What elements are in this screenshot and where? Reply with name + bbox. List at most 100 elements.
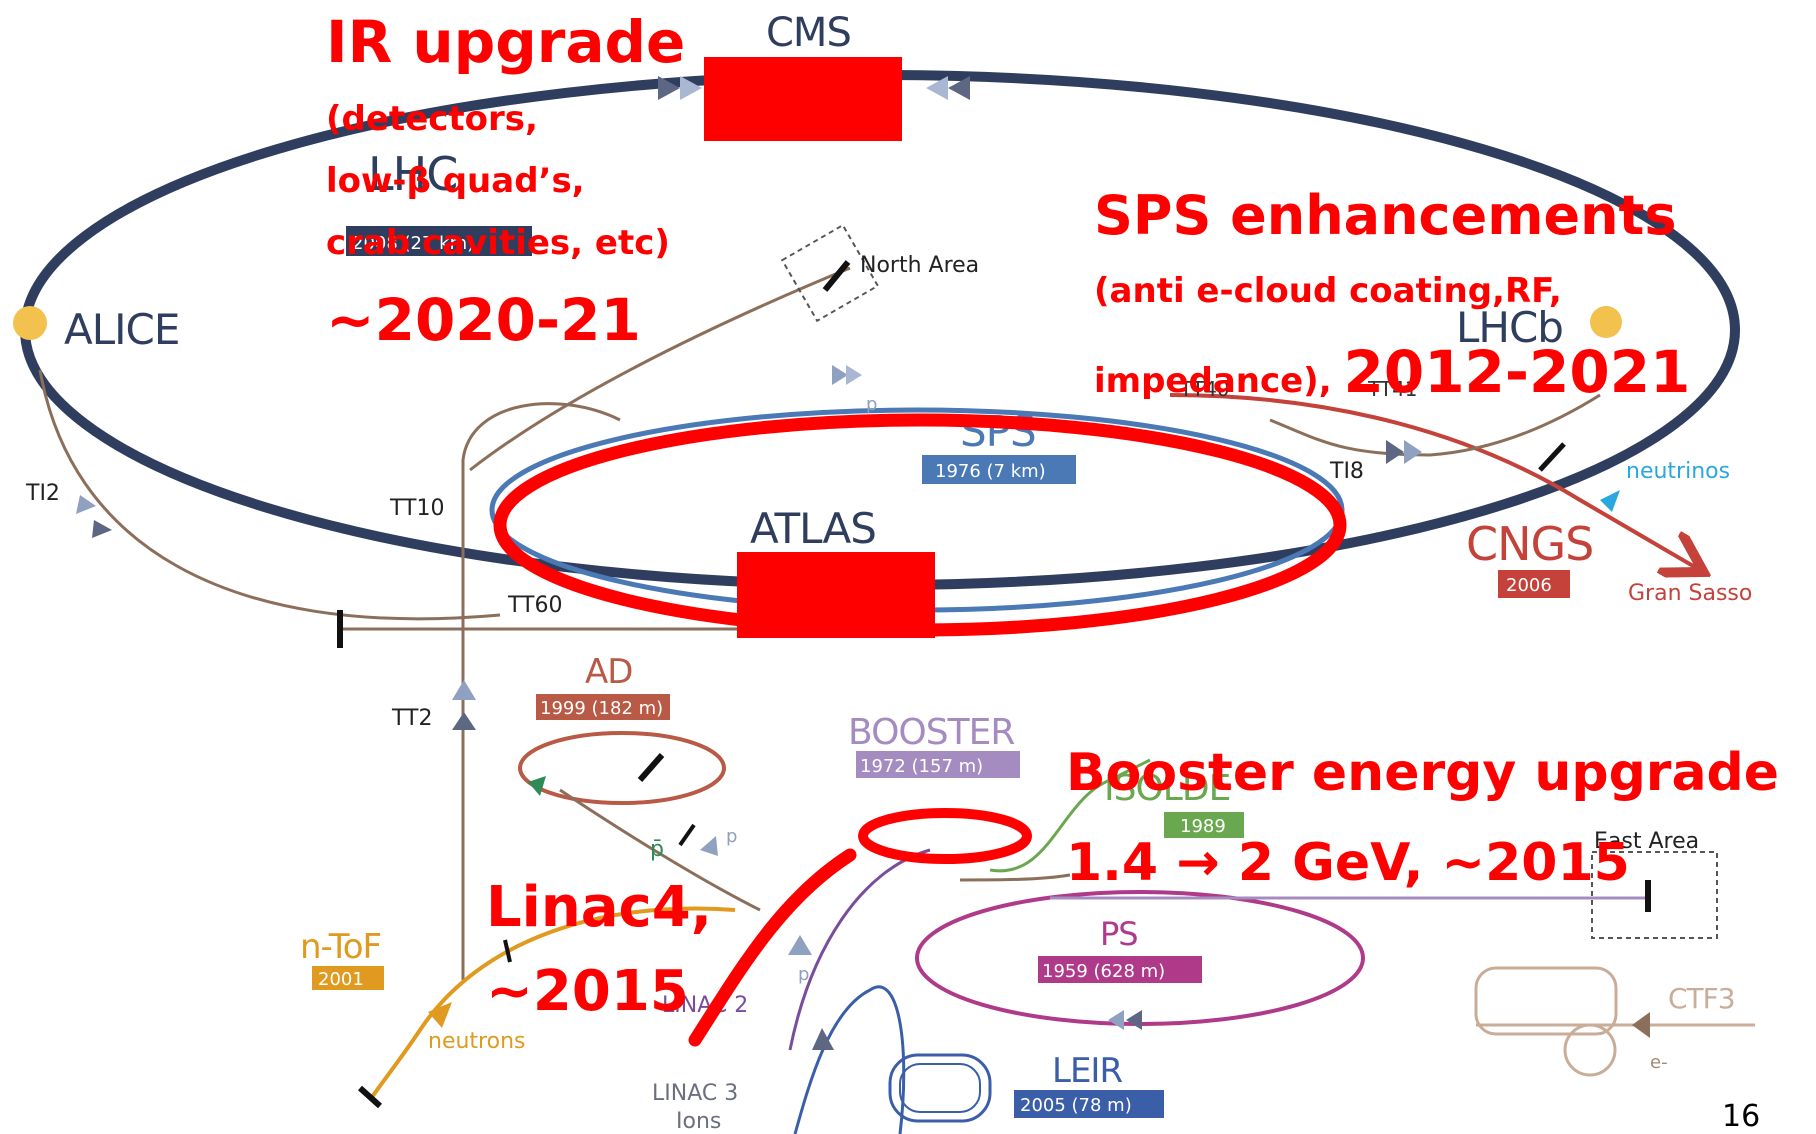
ti2-arrow-2-icon	[92, 520, 112, 538]
tt2-label: TT2	[391, 706, 433, 731]
ti8-transfer-line	[1269, 393, 1601, 457]
lhc-name-label: LHC	[368, 147, 457, 201]
ad-beam-stop-icon	[637, 753, 665, 782]
north-area-transfer-line	[469, 266, 851, 472]
ad-badge-text: 1999 (182 m)	[540, 698, 663, 719]
ctf3-ring	[1474, 966, 1618, 1036]
sps-enhancements-line2: impedance), 2012-2021	[1094, 338, 1690, 406]
linac2-arrow-icon	[788, 935, 812, 955]
leir-ring	[888, 1053, 992, 1123]
linac4-highlight-line	[688, 848, 857, 1047]
ps-arrow-2-icon	[1126, 1010, 1142, 1030]
cms-highlight-box	[704, 57, 902, 141]
sps-badge	[922, 455, 1076, 484]
booster-upgrade-line: 1.4 → 2 GeV, ~2015	[1066, 833, 1630, 893]
linac4-year: ~2015	[486, 959, 689, 1024]
sps-badge-text: 1976 (7 km)	[935, 461, 1046, 482]
ad-ring	[518, 731, 726, 805]
isolde-badge	[1164, 812, 1244, 838]
alice-label: ALICE	[64, 305, 179, 354]
ti8-label: TI8	[1329, 459, 1364, 484]
p-label-north: p	[866, 394, 877, 415]
north-area-arrow-2-icon	[846, 365, 862, 385]
sps-highlight-ellipse	[493, 413, 1347, 637]
linac3-ions-label: Ions	[676, 1109, 721, 1134]
ir-upgrade-line3: crab cavities, etc)	[326, 223, 670, 263]
lhc-badge	[346, 226, 532, 256]
tt2-transfer-line	[461, 402, 621, 980]
ps-badge-text: 1959 (628 m)	[1042, 961, 1165, 982]
page-number: 16	[1722, 1099, 1760, 1134]
linac3-line	[793, 985, 906, 1134]
lhcb-marker-icon	[1590, 306, 1622, 338]
tt40-label: TT40	[1179, 377, 1230, 401]
ir-upgrade-line2: low-β quad’s,	[326, 161, 585, 201]
ad-arrow-icon	[528, 776, 546, 796]
booster-badge-text: 1972 (157 m)	[860, 756, 983, 777]
ctf3-name-label: CTF3	[1668, 982, 1735, 1015]
tt10-label: TT10	[389, 496, 444, 521]
tt2-arrow-icon	[452, 680, 476, 700]
booster-isolde-line	[989, 758, 1151, 873]
isolde-badge-text: 1989	[1180, 816, 1226, 837]
lhc-badge-text: 2008 (27 km)	[352, 233, 474, 254]
leir-inner-ring	[899, 1063, 981, 1113]
tt41-cngs-line	[1169, 393, 1700, 570]
ps-name-label: PS	[1100, 915, 1138, 953]
booster-badge	[856, 751, 1020, 778]
lhcb-label: LHCb	[1456, 303, 1563, 352]
ir-upgrade-year: ~2020-21	[326, 286, 641, 354]
ntof-name-label: n-ToF	[300, 927, 381, 967]
ctf3-arrow-icon	[1632, 1012, 1650, 1038]
tt60-label: TT60	[507, 593, 562, 618]
leir-badge	[1014, 1090, 1164, 1118]
e-minus-label: e-	[1650, 1052, 1668, 1073]
booster-highlight-ellipse	[858, 808, 1032, 864]
pbar-label: p̄	[650, 837, 664, 862]
sps-enhancements-years: 2012-2021	[1343, 338, 1690, 406]
ti2-arrow-icon	[76, 495, 96, 514]
linac3-arrow-icon	[812, 1028, 834, 1050]
cngs-beam-stop-icon	[1538, 442, 1566, 472]
neutrons-label: neutrons	[428, 1029, 525, 1054]
tt2-arrow-2-icon	[452, 712, 476, 730]
p-label-ps: p	[798, 964, 809, 985]
lhc-arrow-3-icon	[926, 76, 948, 100]
sps-enhancements-title: SPS enhancements	[1094, 184, 1676, 247]
ctf3-circle	[1563, 1023, 1617, 1077]
lhc-arrow-4-icon	[948, 76, 970, 100]
ti2-label: TI2	[25, 481, 60, 506]
east-area-label: East Area	[1594, 829, 1699, 854]
north-area-beam-stop-icon	[822, 260, 851, 292]
north-area-arrow-icon	[832, 365, 848, 385]
cngs-badge	[1498, 570, 1570, 598]
ntof-beam-stop-2-icon	[503, 939, 512, 963]
alice-marker-icon	[13, 306, 47, 340]
ntof-badge-text: 2001	[318, 969, 364, 990]
ti8-arrow-2-icon	[1404, 440, 1422, 464]
lhc-arrow-2-icon	[680, 76, 702, 100]
east-area-box	[1591, 851, 1718, 939]
ti2-transfer-line	[38, 369, 501, 621]
atlas-label: ATLAS	[750, 504, 876, 553]
p-arrow-icon	[700, 836, 718, 856]
sps-enhancements-line2-text: impedance),	[1094, 361, 1343, 401]
ps-badge	[1038, 956, 1202, 983]
lhc-arrow-1-icon	[658, 76, 680, 100]
ntof-line	[368, 906, 736, 1102]
neutrinos-arrow-icon	[1600, 490, 1620, 512]
booster-ps-line	[959, 873, 1071, 882]
tt41-label: TT41	[1367, 377, 1418, 401]
ad-badge	[536, 694, 670, 720]
gran-sasso-label: Gran Sasso	[1628, 581, 1752, 606]
pbar-beam-stop-icon	[678, 823, 696, 847]
cngs-badge-text: 2006	[1506, 575, 1552, 596]
linac3-label: LINAC 3	[652, 1081, 738, 1106]
cms-label: CMS	[766, 10, 851, 56]
ntof-beam-stop-icon	[357, 1085, 383, 1109]
leir-badge-text: 2005 (78 m)	[1020, 1095, 1132, 1116]
isolde-name-label: ISOLDE	[1104, 768, 1230, 809]
neutrons-arrow-icon	[428, 1002, 452, 1028]
leir-name-label: LEIR	[1052, 1051, 1122, 1091]
north-area-label: North Area	[860, 253, 979, 278]
